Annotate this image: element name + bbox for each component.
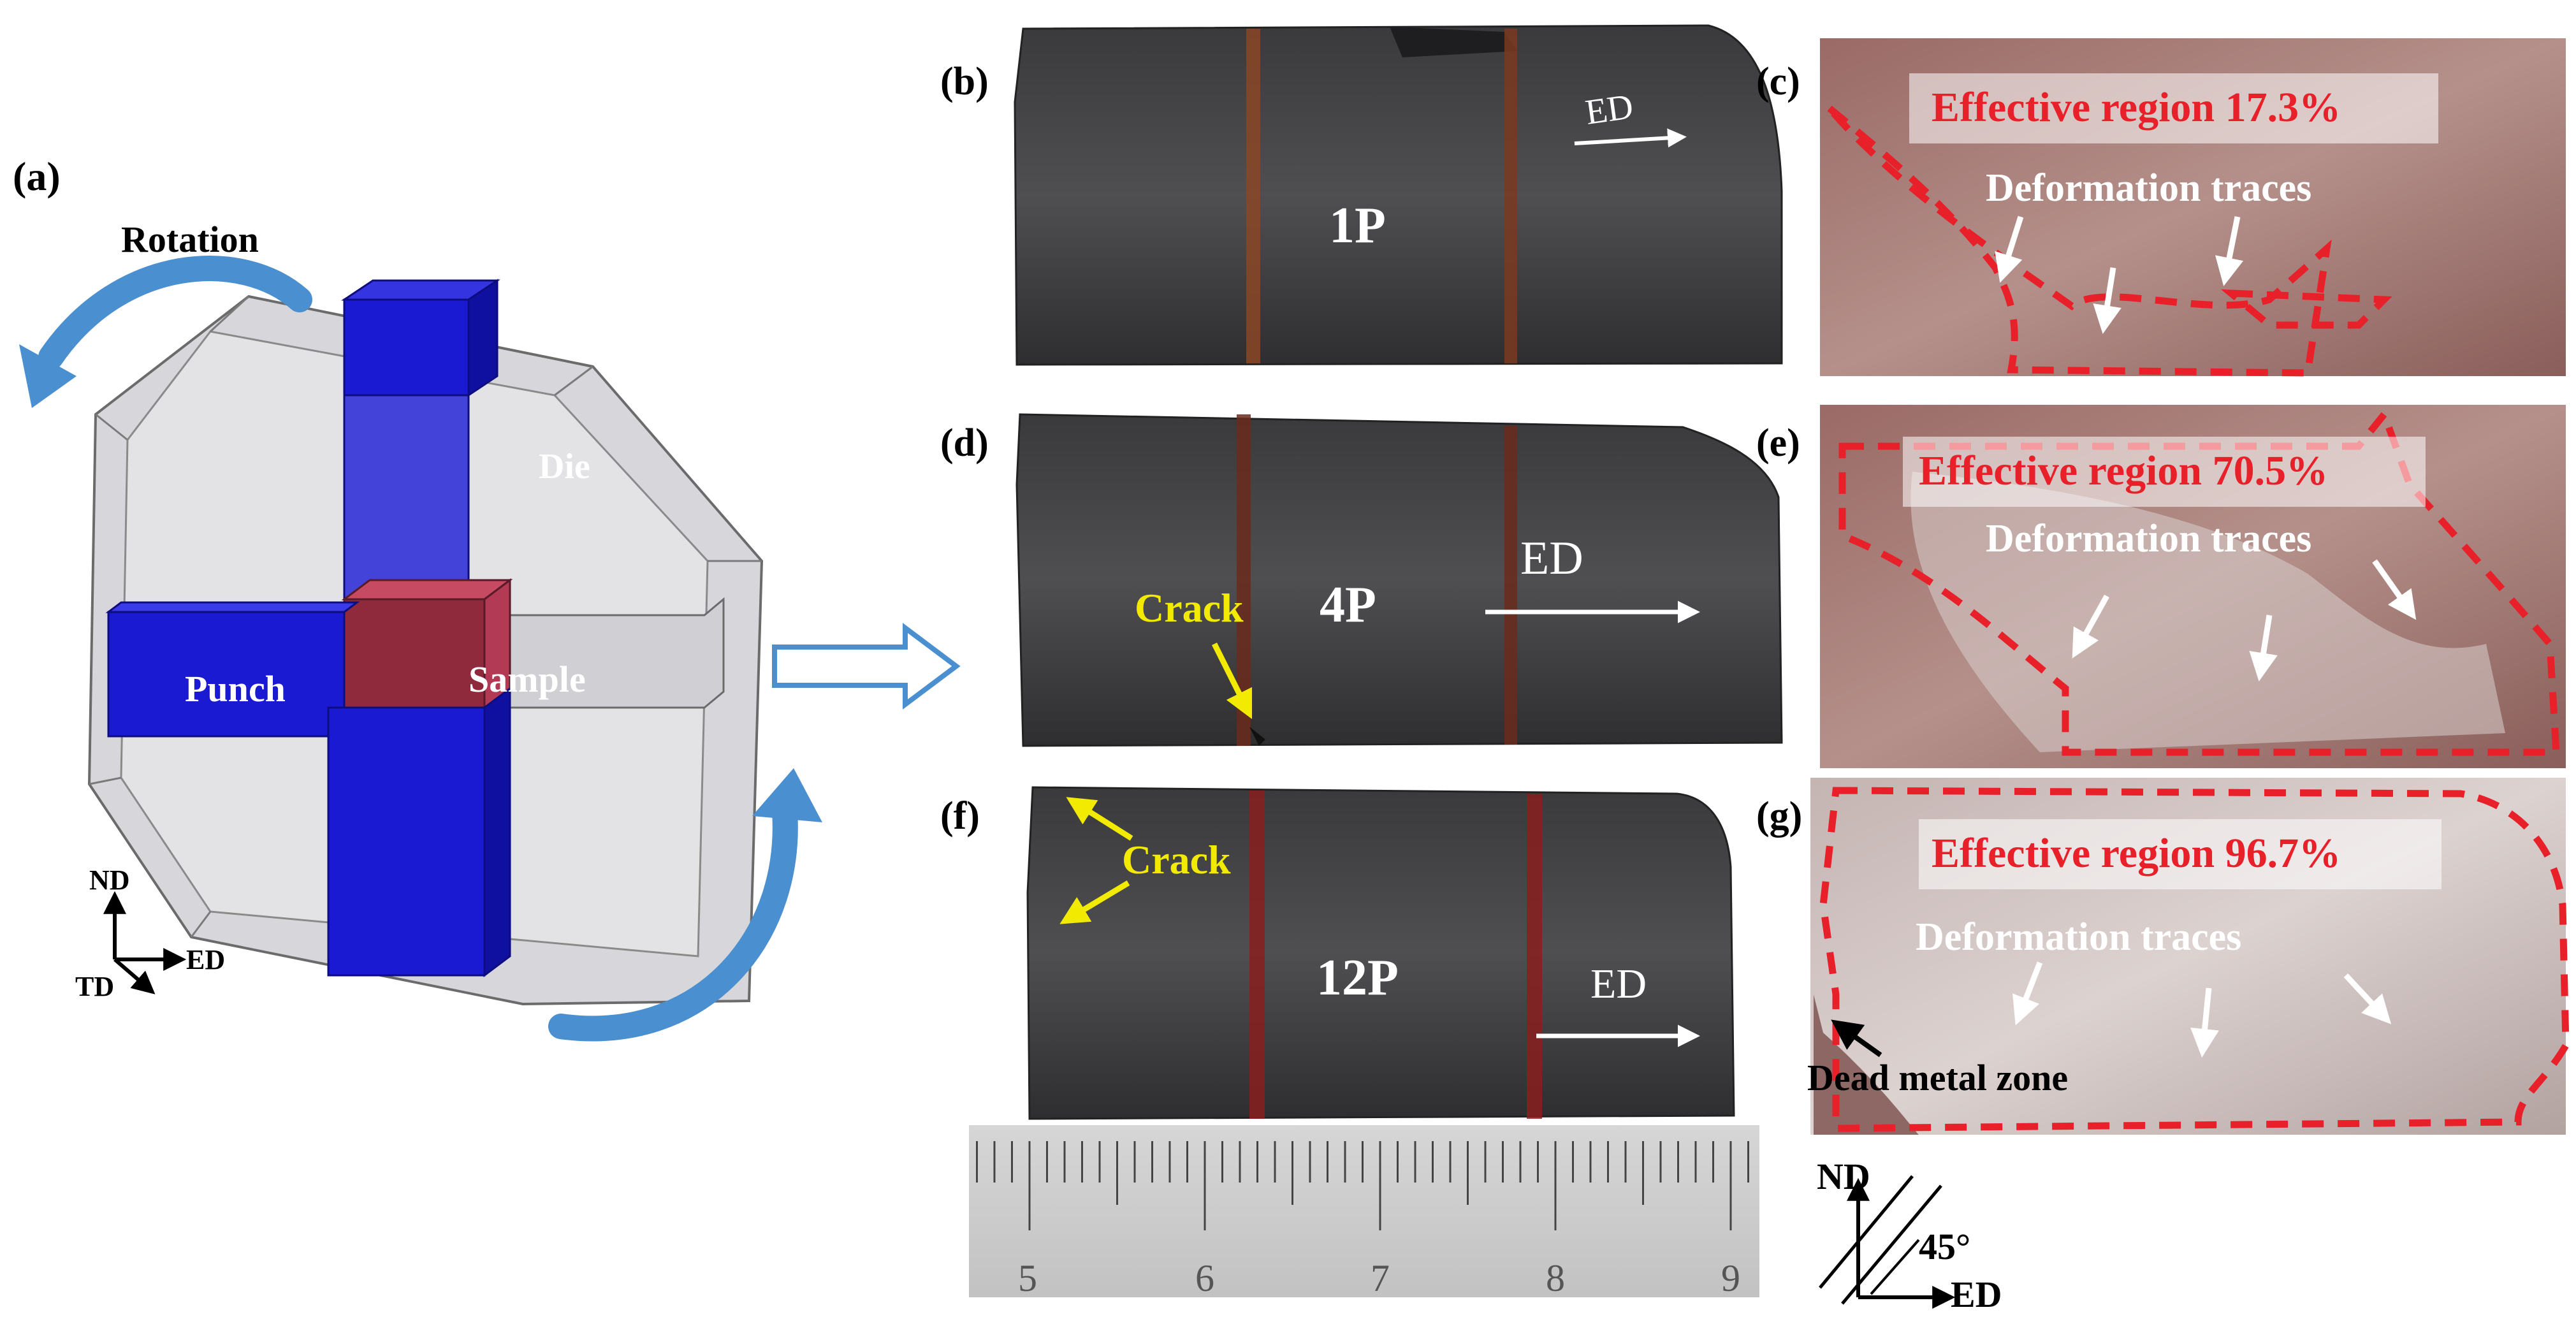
panel-c: (c) Effective region 17.3% Deformation t… [1756, 38, 2566, 377]
pass-label-4p: 4P [1320, 577, 1376, 633]
ruler-body [969, 1125, 1759, 1297]
panel-label-f: (f) [940, 794, 980, 838]
effective-region-g [1819, 787, 2570, 1132]
ruler-tick-label: 7 [1371, 1257, 1390, 1299]
deformation-traces-label-g: Deformation traces [1916, 915, 2241, 959]
panel-e: (e) Effective region 70.5% Deformation t… [1756, 405, 2566, 768]
ed-marking-f: ED [1590, 961, 1647, 1007]
punch-left [107, 611, 346, 738]
dead-metal-zone-label: Dead metal zone [1807, 1057, 2068, 1098]
panel-label-g: (g) [1756, 794, 1802, 838]
pass-label-1p: 1P [1329, 198, 1386, 254]
orientation-angle-label: 45° [1919, 1226, 1970, 1267]
punch-label: Punch [185, 668, 286, 710]
ruler-tick-label: 9 [1721, 1257, 1740, 1299]
panel-label-b: (b) [940, 60, 989, 103]
orientation-axes: ND ED 45° [1817, 1156, 2002, 1315]
effective-region-c [1826, 105, 2332, 377]
die-label: Die [539, 447, 590, 486]
effective-region-label-c: Effective region 17.3% [1932, 84, 2341, 131]
deformation-traces-label-e: Deformation traces [1986, 517, 2311, 560]
rotation-label: Rotation [121, 219, 259, 260]
ed-marking-b: ED [1583, 87, 1636, 133]
axis-nd-label: ND [89, 864, 130, 896]
axes-triad-icon [103, 891, 187, 994]
sample-label: Sample [469, 659, 586, 700]
sample-rod-1p [1014, 24, 1783, 366]
effective-region-label-e: Effective region 70.5% [1919, 448, 2328, 494]
effective-region-e [1838, 407, 2560, 756]
panel-label-a: (a) [13, 154, 61, 199]
ruler: 5 6 7 8 9 [969, 1125, 1759, 1299]
orientation-nd-label: ND [1817, 1156, 1870, 1197]
ruler-tick-label: 8 [1546, 1257, 1565, 1299]
crack-label-f: Crack [1122, 837, 1231, 882]
axis-ed-label: ED [186, 944, 225, 975]
panel-label-e: (e) [1756, 421, 1800, 465]
rotation-arrow-top-icon [19, 256, 312, 408]
panel-a: (a) Die Punch Sample Rotation [13, 154, 822, 1042]
panel-label-c: (c) [1756, 60, 1800, 103]
pass-label-12p: 12P [1316, 950, 1399, 1006]
panel-g: (g) Effective region 96.7% Deformation t… [1756, 778, 2570, 1135]
hollow-arrow-icon [772, 623, 961, 710]
axis-td-label: TD [75, 971, 114, 1002]
panel-f: (f) Crack 12P ED [940, 786, 1735, 1120]
sample-rod-4p [1015, 413, 1783, 747]
orientation-ed-label: ED [1951, 1274, 2002, 1315]
panel-b: (b) 1P ED [940, 24, 1783, 366]
panel-d: (d) 4P Crack ED [940, 413, 1783, 747]
effective-region-label-g: Effective region 96.7% [1932, 830, 2341, 877]
ruler-tick-label: 5 [1018, 1257, 1037, 1299]
crack-label-d: Crack [1135, 585, 1244, 630]
deformation-traces-label-c: Deformation traces [1986, 166, 2311, 210]
ruler-tick-label: 6 [1195, 1257, 1214, 1299]
ed-marking-d: ED [1520, 532, 1583, 585]
rotation-arrow-bottom-icon [548, 768, 822, 1042]
punch-bottom [327, 706, 486, 977]
punch-top [343, 298, 470, 397]
sample-block [343, 598, 486, 709]
panel-label-d: (d) [940, 421, 989, 465]
